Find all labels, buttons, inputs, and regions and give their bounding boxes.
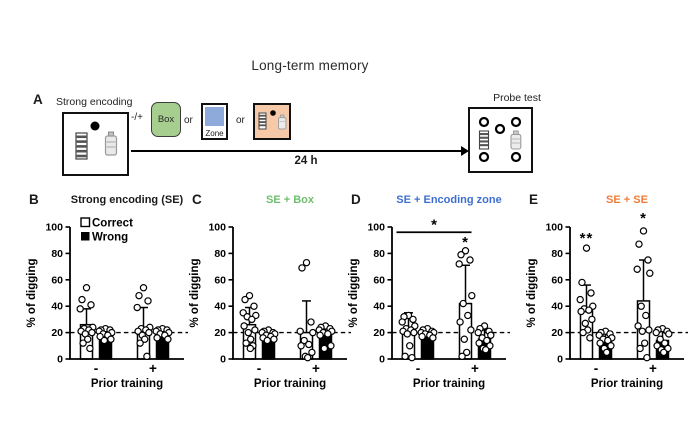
box-condition-card: Box [151, 102, 181, 137]
panel-e: E SE + SE 0 20 40 60 80 100 % of digging - + Prio… [516, 192, 694, 400]
svg-text:% of digging: % of digging [348, 259, 360, 328]
svg-text:60: 60 [51, 274, 63, 286]
svg-text:-: - [594, 361, 599, 376]
dig-cup-icon [510, 151, 522, 163]
svg-text:% of digging: % of digging [526, 259, 538, 328]
or-label-1: or [184, 115, 193, 126]
panel-e-title: SE + SE [606, 194, 648, 206]
odor-dot-icon [90, 121, 100, 131]
odor-dot-small-icon [270, 110, 276, 116]
striped-cylinder-small-icon [258, 112, 267, 130]
svg-text:Prior training: Prior training [413, 378, 485, 390]
panel-e-letter: E [529, 192, 539, 207]
svg-text:100: 100 [545, 222, 563, 234]
svg-text:-: - [257, 361, 262, 376]
svg-text:40: 40 [551, 301, 563, 313]
zone-fill-swatch [205, 107, 224, 126]
bottle-icon [104, 131, 118, 156]
svg-text:Prior training: Prior training [254, 378, 326, 390]
svg-text:*: * [640, 210, 647, 227]
striped-cylinder-probe-icon [478, 130, 490, 150]
svg-text:100: 100 [208, 222, 226, 234]
panel-b-title: Strong encoding (SE) [70, 194, 184, 206]
svg-text:0: 0 [57, 354, 63, 366]
panel-b-chart: 0 20 40 60 80 100 % of digging - + Prior training… [26, 217, 188, 390]
svg-text:40: 40 [51, 301, 63, 313]
panel-c-title: SE + Box [266, 194, 314, 206]
svg-text:Prior training: Prior training [591, 378, 663, 390]
svg-text:*: * [431, 216, 437, 233]
arrowhead-icon [461, 146, 469, 156]
svg-text:40: 40 [214, 301, 226, 313]
svg-text:+: + [312, 361, 320, 376]
svg-text:**: ** [580, 230, 594, 247]
svg-text:60: 60 [373, 274, 385, 286]
encoding-arena-objects [75, 121, 118, 160]
svg-text:Correct: Correct [92, 218, 133, 230]
svg-text:*: * [462, 234, 469, 251]
probe-arena-objects [478, 116, 522, 163]
zone-condition-card: Zone [201, 103, 228, 140]
svg-text:20: 20 [551, 327, 563, 339]
svg-text:+: + [149, 361, 157, 376]
svg-text:100: 100 [367, 222, 385, 234]
svg-text:80: 80 [551, 248, 563, 260]
timeline-arrow [131, 146, 469, 156]
encoding-arena [62, 112, 129, 176]
svg-text:60: 60 [214, 274, 226, 286]
svg-text:-: - [416, 361, 421, 376]
svg-text:0: 0 [379, 354, 385, 366]
dig-cup-icon [478, 116, 490, 128]
svg-text:% of digging: % of digging [26, 259, 38, 328]
box-condition-label: Box [157, 114, 175, 125]
svg-text:Wrong: Wrong [92, 232, 128, 244]
panel-d-chart: 0 20 40 60 80 100 % of digging - + Prior training… [348, 216, 510, 390]
panel-b: B Strong encoding (SE) 0 20 40 60 80 100 % of … [16, 192, 194, 400]
panel-b-letter: B [29, 192, 39, 207]
svg-text:Prior training: Prior training [91, 378, 163, 390]
dig-cup-icon [494, 123, 506, 135]
svg-text:80: 80 [373, 248, 385, 260]
duration-label: 24 h [294, 155, 318, 167]
zone-condition-label: Zone [205, 129, 224, 138]
svg-text:0: 0 [557, 354, 563, 366]
panel-d-letter: D [351, 192, 361, 207]
plus-minus-label: -/+ [131, 112, 143, 123]
strong-encoding-label: Strong encoding [56, 96, 133, 108]
or-label-2: or [236, 115, 245, 126]
svg-text:-: - [94, 361, 99, 376]
bottle-small-icon [278, 114, 287, 130]
svg-text:0: 0 [220, 354, 226, 366]
svg-text:20: 20 [214, 327, 226, 339]
panel-d-title: SE + Encoding zone [396, 194, 502, 206]
probe-arena [468, 107, 533, 173]
svg-text:20: 20 [51, 327, 63, 339]
panel-a-letter: A [33, 92, 43, 107]
svg-text:60: 60 [551, 274, 563, 286]
bottle-probe-icon [510, 130, 522, 150]
panel-c: C SE + Box 0 20 40 60 80 100 % of digging - + Pri… [179, 192, 357, 400]
svg-text:80: 80 [51, 248, 63, 260]
svg-text:100: 100 [45, 222, 63, 234]
svg-text:+: + [471, 361, 479, 376]
svg-text:+: + [649, 361, 657, 376]
figure-title: Long-term memory [251, 58, 369, 73]
panel-c-letter: C [192, 192, 202, 207]
panel-e-chart: 0 20 40 60 80 100 % of digging - + Prior training… [526, 210, 688, 390]
panel-d: D SE + Encoding zone 0 20 40 60 80 100 % of di… [338, 192, 516, 400]
svg-text:80: 80 [214, 248, 226, 260]
panel-c-chart: 0 20 40 60 80 100 % of digging - + Prior training [189, 222, 351, 390]
reexposure-objects [258, 110, 287, 130]
dig-cup-icon [478, 151, 490, 163]
svg-text:40: 40 [373, 301, 385, 313]
svg-text:% of digging: % of digging [189, 259, 201, 328]
svg-text:20: 20 [373, 327, 385, 339]
dig-cup-icon [510, 116, 522, 128]
striped-cylinder-icon [75, 132, 88, 160]
reexposure-condition-card [253, 103, 291, 140]
probe-test-label: Probe test [493, 92, 541, 104]
